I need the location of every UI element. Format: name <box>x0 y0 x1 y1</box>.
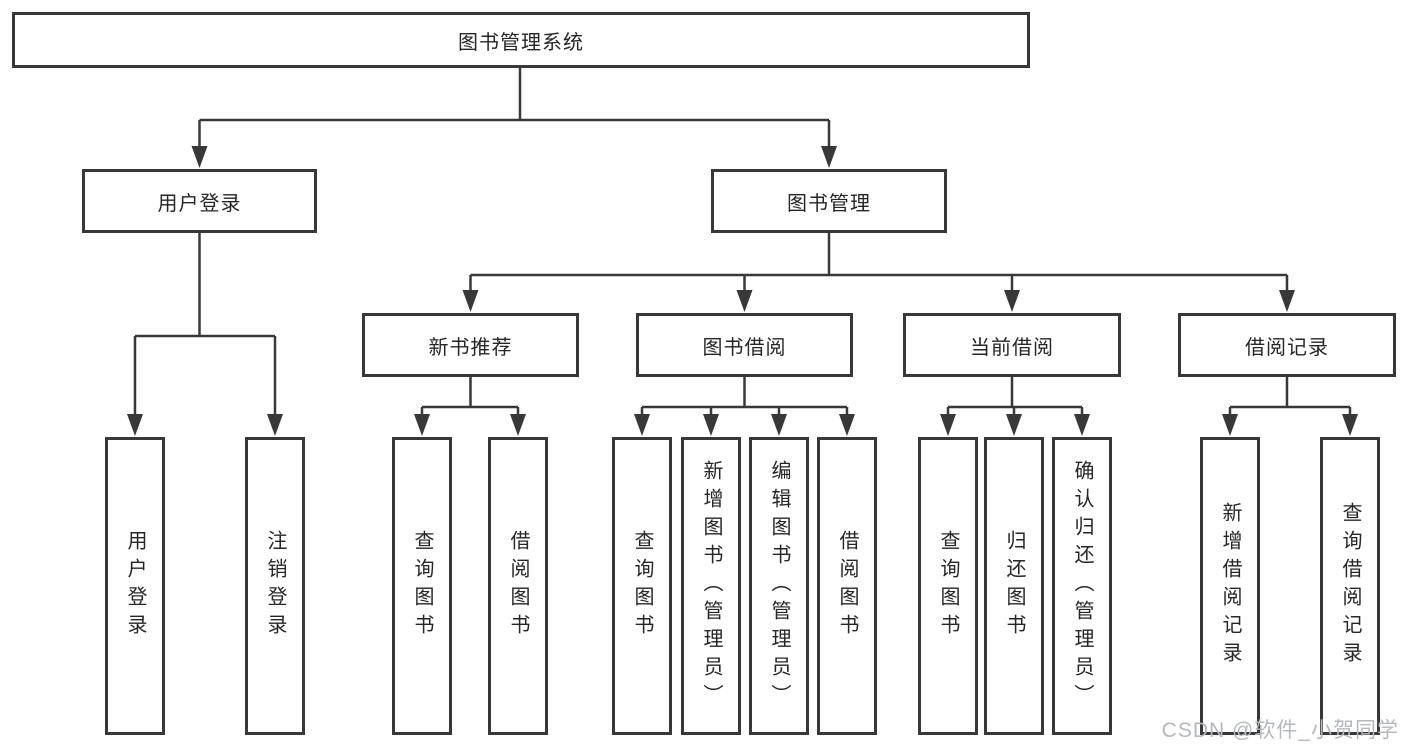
arrow-down-icon <box>1006 414 1022 436</box>
arrow-down-icon <box>634 414 650 436</box>
arrow-down-icon <box>1342 414 1358 436</box>
arrow-down-icon <box>191 146 208 168</box>
node-user-login: 用户登录 <box>82 169 317 233</box>
node-current-borrow: 当前借阅 <box>903 313 1121 377</box>
node-borrow-records: 借阅记录 <box>1178 313 1396 377</box>
arrow-down-icon <box>771 414 787 436</box>
leaf-query-books-borrow: 查询图书 <box>612 437 672 735</box>
leaf-edit-book-admin: 编辑图书（管理员） <box>749 437 809 735</box>
leaf-borrow-books: 借阅图书 <box>817 437 877 735</box>
leaf-logout: 注销登录 <box>245 437 305 735</box>
leaf-user-login: 用户登录 <box>105 437 165 735</box>
arrow-down-icon <box>940 414 956 436</box>
arrow-down-icon <box>127 414 143 436</box>
arrow-down-icon <box>821 146 837 168</box>
leaf-query-books-current: 查询图书 <box>918 437 978 735</box>
arrow-down-icon <box>1279 290 1295 312</box>
leaf-return-book: 归还图书 <box>984 437 1044 735</box>
arrow-down-icon <box>703 414 719 436</box>
arrow-down-icon <box>267 414 283 436</box>
leaf-query-borrow-record: 查询借阅记录 <box>1320 437 1380 735</box>
arrow-down-icon <box>510 414 526 436</box>
arrow-down-icon <box>1074 414 1090 436</box>
leaf-borrow-books-recommend: 借阅图书 <box>488 437 548 735</box>
leaf-add-book-admin: 新增图书（管理员） <box>681 437 741 735</box>
leaf-confirm-return-admin: 确认归还（管理员） <box>1052 437 1112 735</box>
arrow-down-icon <box>839 414 855 436</box>
connector-paths <box>133 68 1352 416</box>
leaf-query-books-recommend: 查询图书 <box>392 437 452 735</box>
csdn-watermark: CSDN @软件_小贺同学 <box>1161 719 1399 742</box>
node-book-management: 图书管理 <box>711 169 947 233</box>
arrow-down-icon <box>736 290 753 312</box>
node-book-borrow: 图书借阅 <box>636 313 853 377</box>
arrow-down-icon <box>462 290 479 312</box>
node-new-book-recommend: 新书推荐 <box>362 313 579 377</box>
arrow-down-icon <box>1222 414 1238 436</box>
arrow-down-icon <box>1004 290 1020 312</box>
node-library-system: 图书管理系统 <box>12 12 1030 68</box>
arrow-down-icon <box>414 414 430 436</box>
leaf-add-borrow-record: 新增借阅记录 <box>1200 437 1260 735</box>
arrow-down-icons <box>127 146 1358 436</box>
